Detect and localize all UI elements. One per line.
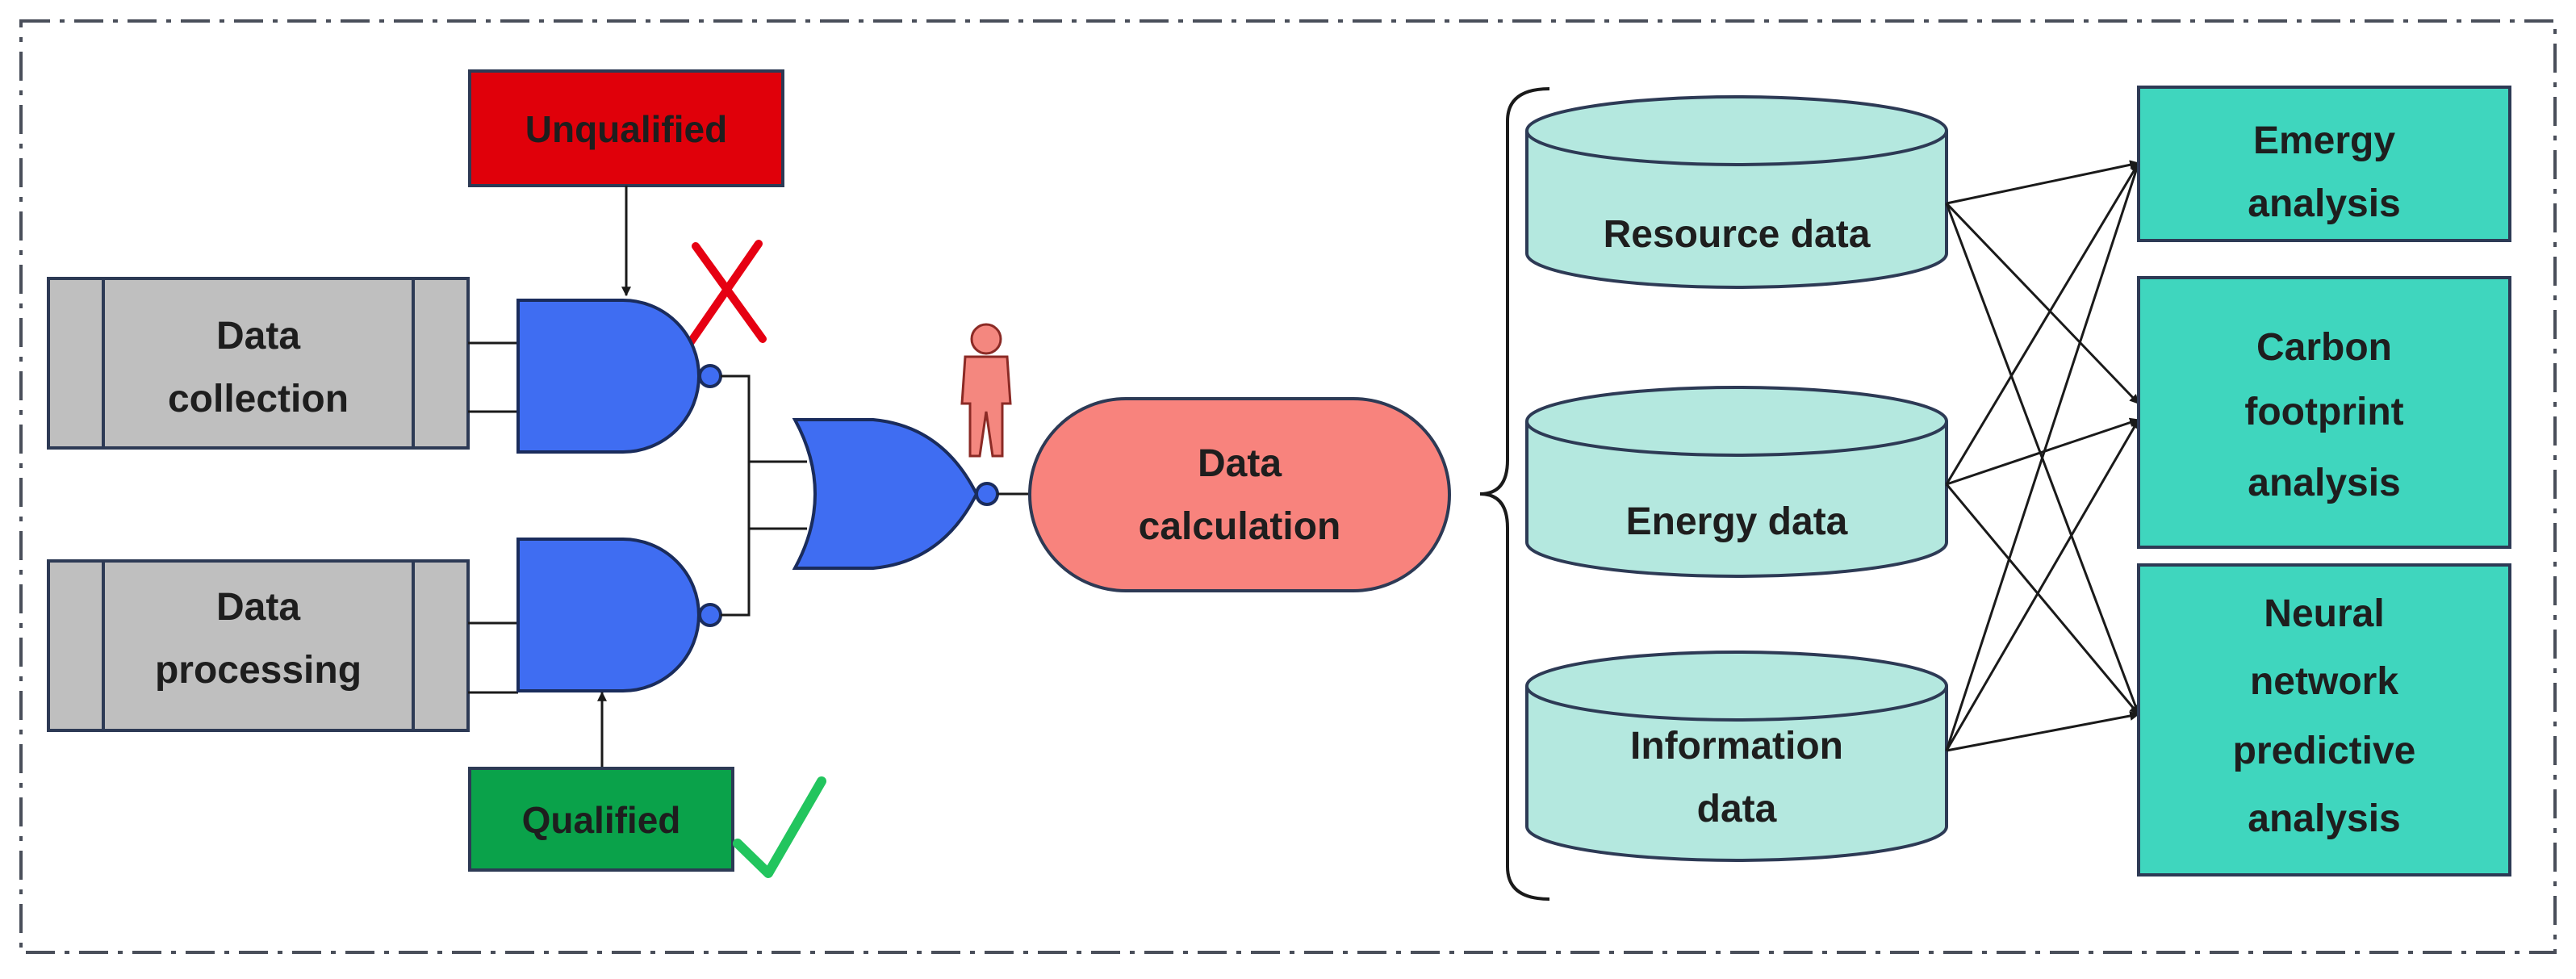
- curly-brace: [1479, 87, 1550, 901]
- emergy-analysis-box: Emergy analysis: [2137, 86, 2511, 242]
- neural-network-analysis-box: Neural network predictive analysis: [2137, 563, 2511, 876]
- data-collection-label-2: collection: [168, 378, 349, 420]
- cross-mark-icon: [686, 240, 767, 347]
- nand-gate-bottom: [516, 538, 722, 692]
- neural-analysis-label-1: Neural: [2264, 592, 2384, 635]
- information-data-label-2: data: [1697, 788, 1777, 830]
- neural-analysis-label-4: analysis: [2248, 797, 2400, 840]
- data-calculation-label-1: Data: [1198, 442, 1282, 485]
- information-data-cylinder: Information data: [1525, 651, 1948, 862]
- neural-analysis-label-3: predictive: [2233, 730, 2416, 772]
- data-collection-label-1: Data: [216, 315, 300, 358]
- input-wires: [468, 341, 518, 694]
- energy-data-label: Energy data: [1626, 500, 1848, 543]
- carbon-analysis-label-3: analysis: [2248, 462, 2400, 504]
- person-icon: [960, 323, 1012, 458]
- carbon-analysis-label-1: Carbon: [2256, 326, 2392, 369]
- resource-data-cylinder: Resource data: [1525, 95, 1948, 289]
- neural-analysis-label-2: network: [2250, 660, 2398, 703]
- emergy-analysis-label-2: analysis: [2248, 182, 2400, 225]
- nor-gate: [792, 418, 999, 570]
- energy-data-cylinder: Energy data: [1525, 386, 1948, 578]
- data-calculation-node: Data calculation: [1028, 397, 1451, 592]
- nand-gate-top: [516, 299, 722, 454]
- information-data-label-1: Information: [1630, 725, 1843, 768]
- connection-lines: [1945, 160, 2141, 752]
- data-processing-label-2: processing: [155, 649, 362, 692]
- unqualified-box: Unqualified: [468, 69, 784, 187]
- qualified-box: Qualified: [468, 767, 734, 872]
- unqualified-label: Unqualified: [525, 108, 727, 150]
- gate-wires: [721, 374, 807, 617]
- check-mark-icon: [733, 776, 826, 878]
- carbon-analysis-label-2: footprint: [2244, 391, 2403, 433]
- data-calculation-label-2: calculation: [1139, 505, 1341, 548]
- resource-data-label: Resource data: [1604, 213, 1871, 256]
- carbon-footprint-analysis-box: Carbon footprint analysis: [2137, 276, 2511, 549]
- data-collection-box: Data collection: [47, 277, 470, 450]
- data-processing-label-1: Data: [216, 586, 300, 629]
- data-processing-box: Data processing: [47, 559, 470, 732]
- emergy-analysis-label-1: Emergy: [2253, 119, 2395, 162]
- outer-frame: [19, 19, 2557, 954]
- qualified-label: Qualified: [522, 799, 681, 841]
